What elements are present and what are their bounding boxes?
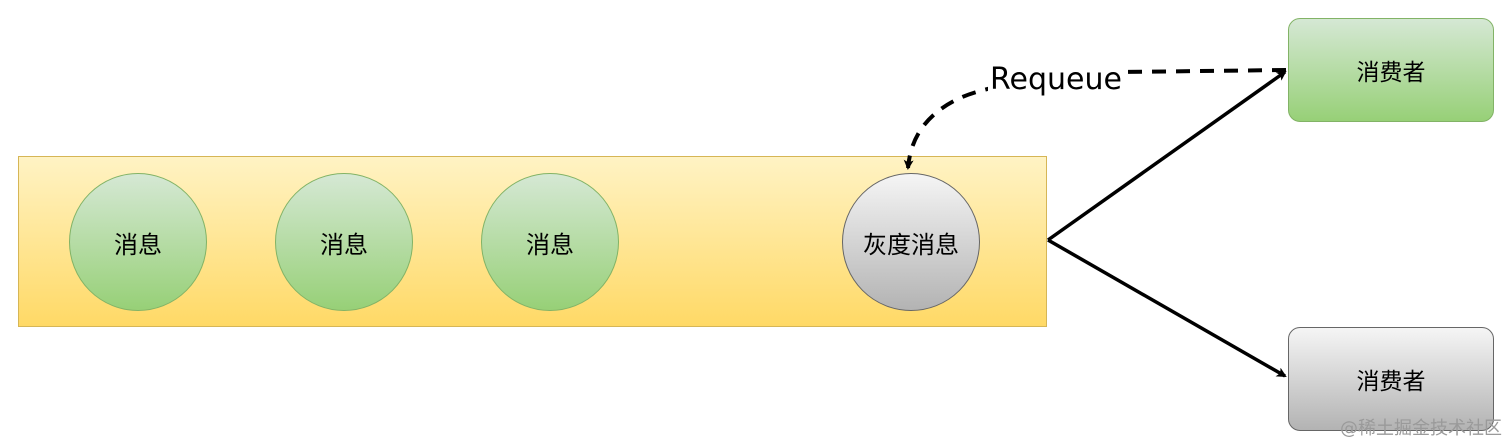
consumer-bottom-label: 消费者 <box>1356 369 1426 395</box>
edge-to-bottom-consumer <box>1047 238 1287 378</box>
requeue-label: Requeue <box>988 62 1124 97</box>
consumer-top-label: 消费者 <box>1356 60 1426 86</box>
message-node-1: 消息 <box>69 173 207 311</box>
requeue-edge <box>903 68 1287 170</box>
edge-to-top-consumer <box>1046 70 1287 242</box>
message-label: 消息 <box>526 230 574 259</box>
watermark: @稀土掘金技术社区 <box>1340 418 1502 439</box>
message-node-2: 消息 <box>275 173 413 311</box>
message-label: 消息 <box>114 230 162 259</box>
consumer-bottom: 消费者 <box>1288 327 1494 431</box>
message-label: 消息 <box>320 230 368 259</box>
gray-message-label: 灰度消息 <box>863 230 959 259</box>
message-node-3: 消息 <box>481 173 619 311</box>
consumer-top: 消费者 <box>1288 18 1494 122</box>
gray-message-node: 灰度消息 <box>842 173 980 311</box>
